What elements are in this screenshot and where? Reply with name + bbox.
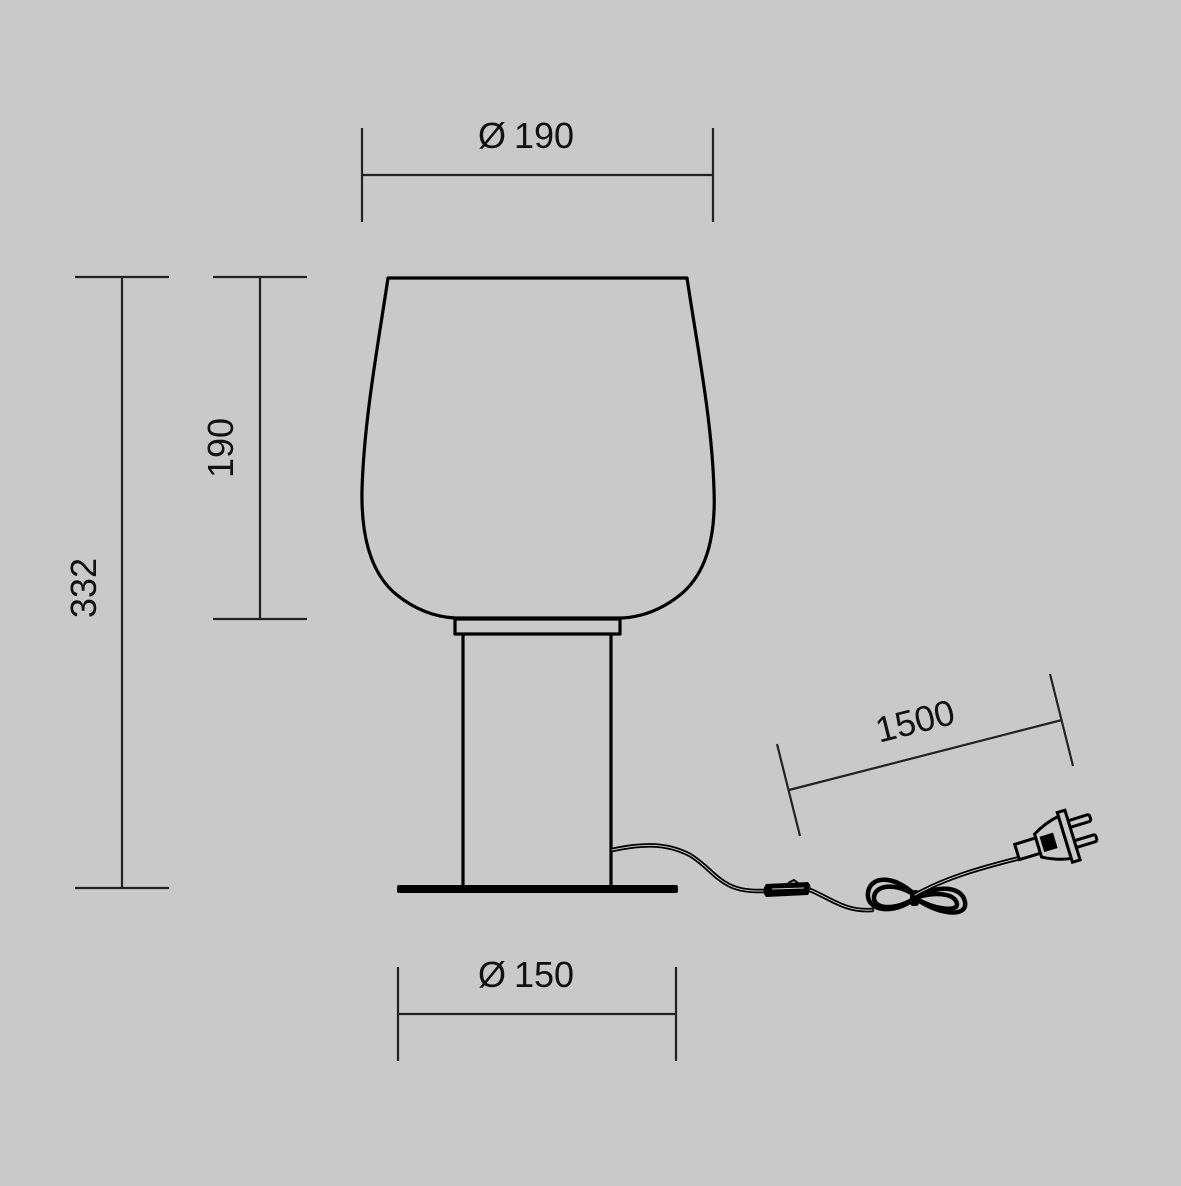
inline-switch-icon: [763, 878, 811, 897]
total-height-dimension: 332: [63, 275, 169, 890]
shade-diameter-dimension: Ø 190: [360, 115, 715, 222]
shade-height-value: 190: [200, 418, 241, 478]
lamp-body: [461, 634, 613, 886]
base-plate: [397, 885, 678, 893]
base-diameter-symbol: Ø: [478, 954, 506, 995]
shade-height-dimension: 190: [200, 275, 307, 621]
shade-collar: [453, 617, 622, 636]
total-height-value: 332: [63, 558, 104, 618]
base-diameter-dimension: Ø 150: [396, 954, 678, 1061]
two-pin-plug-icon: [1012, 808, 1099, 865]
cord-coil: [865, 877, 968, 915]
lamp-shade: [360, 276, 716, 620]
cord-length-value: 1500: [871, 691, 959, 750]
power-cord: [609, 843, 1023, 915]
shade-diameter-symbol: Ø: [478, 115, 506, 156]
shade-diameter-value: 190: [514, 115, 574, 156]
cord-length-dimension: 1500: [775, 673, 1075, 837]
base-diameter-value: 150: [514, 954, 574, 995]
